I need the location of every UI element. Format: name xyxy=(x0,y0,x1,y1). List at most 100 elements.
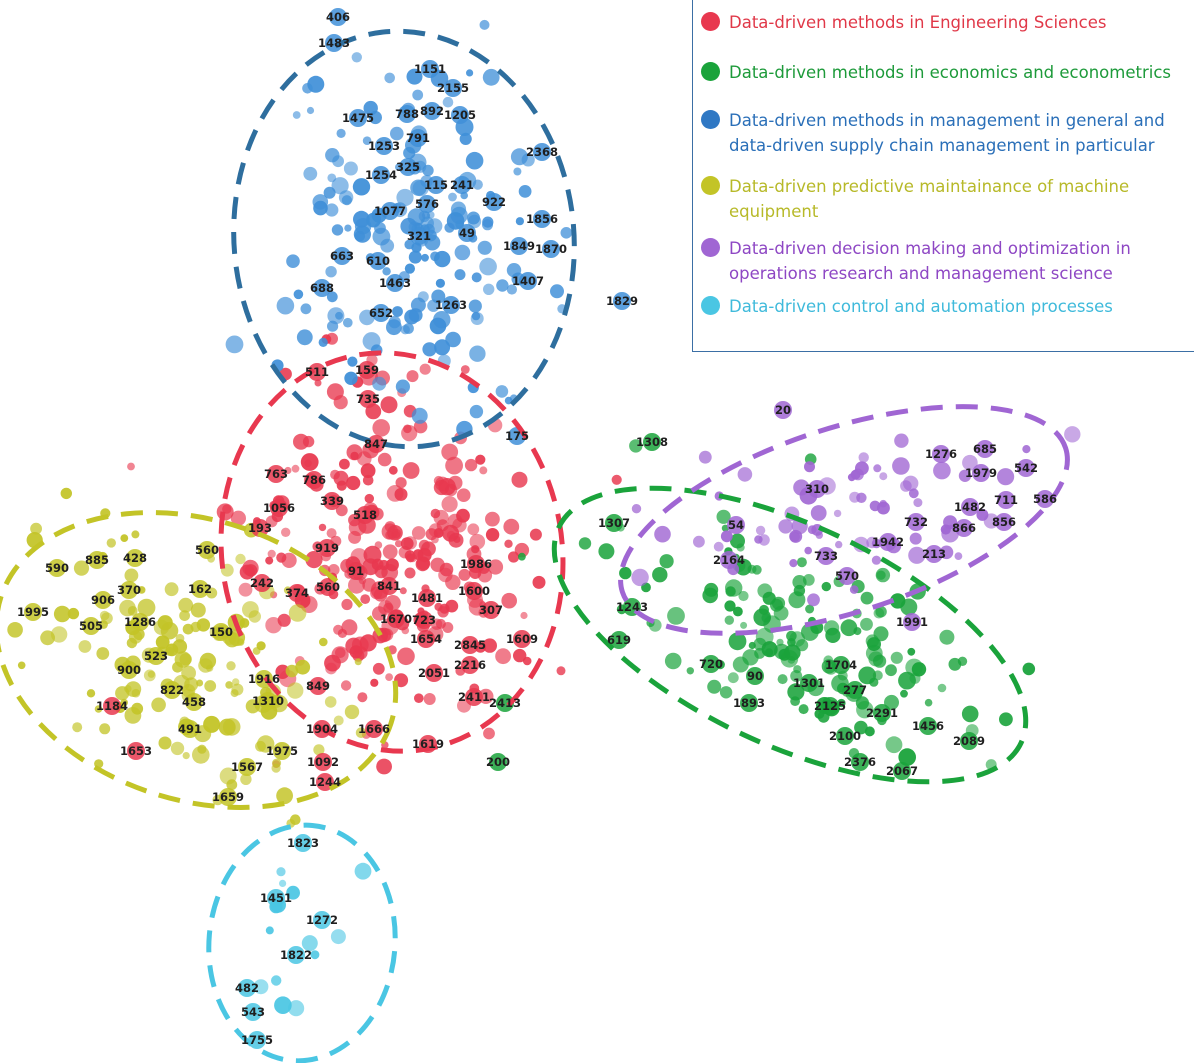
bubble xyxy=(423,693,436,705)
node-bubble xyxy=(832,656,850,674)
bubble xyxy=(885,664,897,677)
bubble xyxy=(483,283,495,295)
bubble xyxy=(804,461,815,473)
node-bubble xyxy=(907,513,925,531)
bubble xyxy=(274,996,292,1014)
node-label: 1704 xyxy=(825,658,857,672)
bubble xyxy=(331,177,349,195)
node-label: 1849 xyxy=(503,239,535,253)
node-bubble xyxy=(1017,459,1035,477)
bubble xyxy=(454,244,471,261)
node-label: 115 xyxy=(424,178,448,192)
node-label: 735 xyxy=(356,392,380,406)
node-bubble xyxy=(961,498,979,516)
bubble xyxy=(219,767,237,785)
node-bubble xyxy=(356,506,374,524)
bubble xyxy=(467,214,482,229)
bubble xyxy=(667,607,685,625)
node-label: 1670 xyxy=(380,612,412,626)
bubble xyxy=(225,335,244,354)
bubble xyxy=(346,475,361,491)
bubble xyxy=(286,254,300,268)
bubble xyxy=(352,178,371,196)
bubble xyxy=(961,705,979,723)
node-bubble xyxy=(421,60,439,78)
bubble xyxy=(439,603,450,614)
bubble xyxy=(131,530,140,539)
bubble xyxy=(239,564,255,580)
bubble xyxy=(727,672,739,684)
bubble xyxy=(468,299,482,313)
node-bubble xyxy=(485,193,503,211)
node-label: 339 xyxy=(320,494,344,508)
node-bubble xyxy=(333,247,351,265)
bubble xyxy=(124,568,139,583)
bubble xyxy=(366,212,381,228)
bubble xyxy=(434,339,451,356)
bubble xyxy=(382,544,398,560)
node-label: 91 xyxy=(348,564,364,578)
bubble xyxy=(740,621,748,629)
bubble xyxy=(179,610,191,621)
bubble xyxy=(792,575,807,590)
bubble xyxy=(937,683,947,693)
bubble xyxy=(302,435,315,448)
cluster-ellipse xyxy=(618,404,1070,636)
bubble xyxy=(716,509,731,524)
bubble xyxy=(789,559,798,568)
node-label: 619 xyxy=(607,633,631,647)
bubble xyxy=(253,979,269,995)
bubble xyxy=(364,493,374,504)
bubble xyxy=(466,69,474,77)
bubble xyxy=(469,404,484,419)
node-bubble xyxy=(605,514,623,532)
bubble xyxy=(939,629,955,645)
node-label: 1482 xyxy=(954,500,986,514)
node-label: 1475 xyxy=(342,111,374,125)
bubble xyxy=(865,634,879,648)
bubble xyxy=(99,723,111,735)
node-bubble xyxy=(533,143,551,161)
node-label: 1986 xyxy=(460,557,492,571)
node-bubble xyxy=(259,692,277,710)
bubble xyxy=(295,659,311,675)
bubble xyxy=(385,595,401,611)
bubble xyxy=(72,722,83,733)
bubble xyxy=(459,132,472,145)
bubble xyxy=(693,535,705,548)
bubble xyxy=(755,525,766,536)
node-label: 1253 xyxy=(368,139,400,153)
bubble xyxy=(203,715,221,733)
node-label: 1653 xyxy=(120,744,152,758)
bubble xyxy=(386,485,404,502)
bubble xyxy=(518,185,532,198)
bubble xyxy=(778,519,793,534)
bubble xyxy=(372,606,387,621)
bubble xyxy=(419,363,431,375)
bubble xyxy=(165,646,175,656)
bubble xyxy=(406,68,423,85)
legend-item-control: Data-driven control and automation proce… xyxy=(701,294,1189,319)
bubble xyxy=(190,602,206,618)
node-label: 1893 xyxy=(733,696,765,710)
node-bubble xyxy=(82,617,100,635)
bubble xyxy=(252,647,261,655)
node-label: 576 xyxy=(415,197,439,211)
legend-label: Data-driven predictive maintainance of m… xyxy=(729,177,1130,221)
bubble-layer xyxy=(7,8,1081,1049)
bubble xyxy=(291,464,300,473)
node-bubble xyxy=(976,440,994,458)
bubble xyxy=(664,652,682,670)
bubble xyxy=(325,148,340,163)
node-label: 1151 xyxy=(414,62,446,76)
node-bubble xyxy=(423,102,441,120)
node-label: 2411 xyxy=(458,690,490,704)
bubble xyxy=(444,222,455,233)
node-bubble xyxy=(270,499,288,517)
node-bubble xyxy=(513,630,531,648)
bubble xyxy=(50,626,68,643)
bubble xyxy=(796,557,807,568)
bubble xyxy=(306,106,315,115)
bubble xyxy=(398,546,411,559)
node-bubble xyxy=(88,551,106,569)
